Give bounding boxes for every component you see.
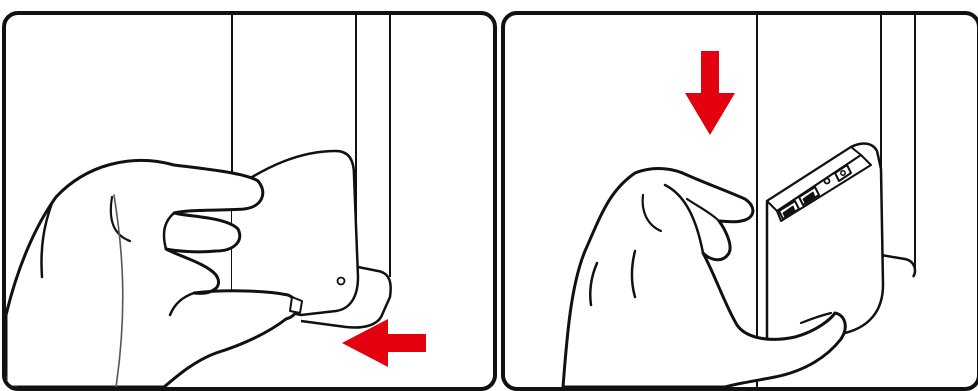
step-1-illustration <box>6 15 493 387</box>
led-indicator <box>825 179 830 184</box>
step-1-panel <box>2 11 497 391</box>
step-2-panel <box>501 11 978 391</box>
wall-bracket <box>881 255 915 277</box>
installation-diagram <box>0 0 978 381</box>
arrow-left-icon <box>342 319 426 367</box>
step-2-illustration <box>505 15 977 387</box>
arrow-down-icon <box>685 51 735 135</box>
